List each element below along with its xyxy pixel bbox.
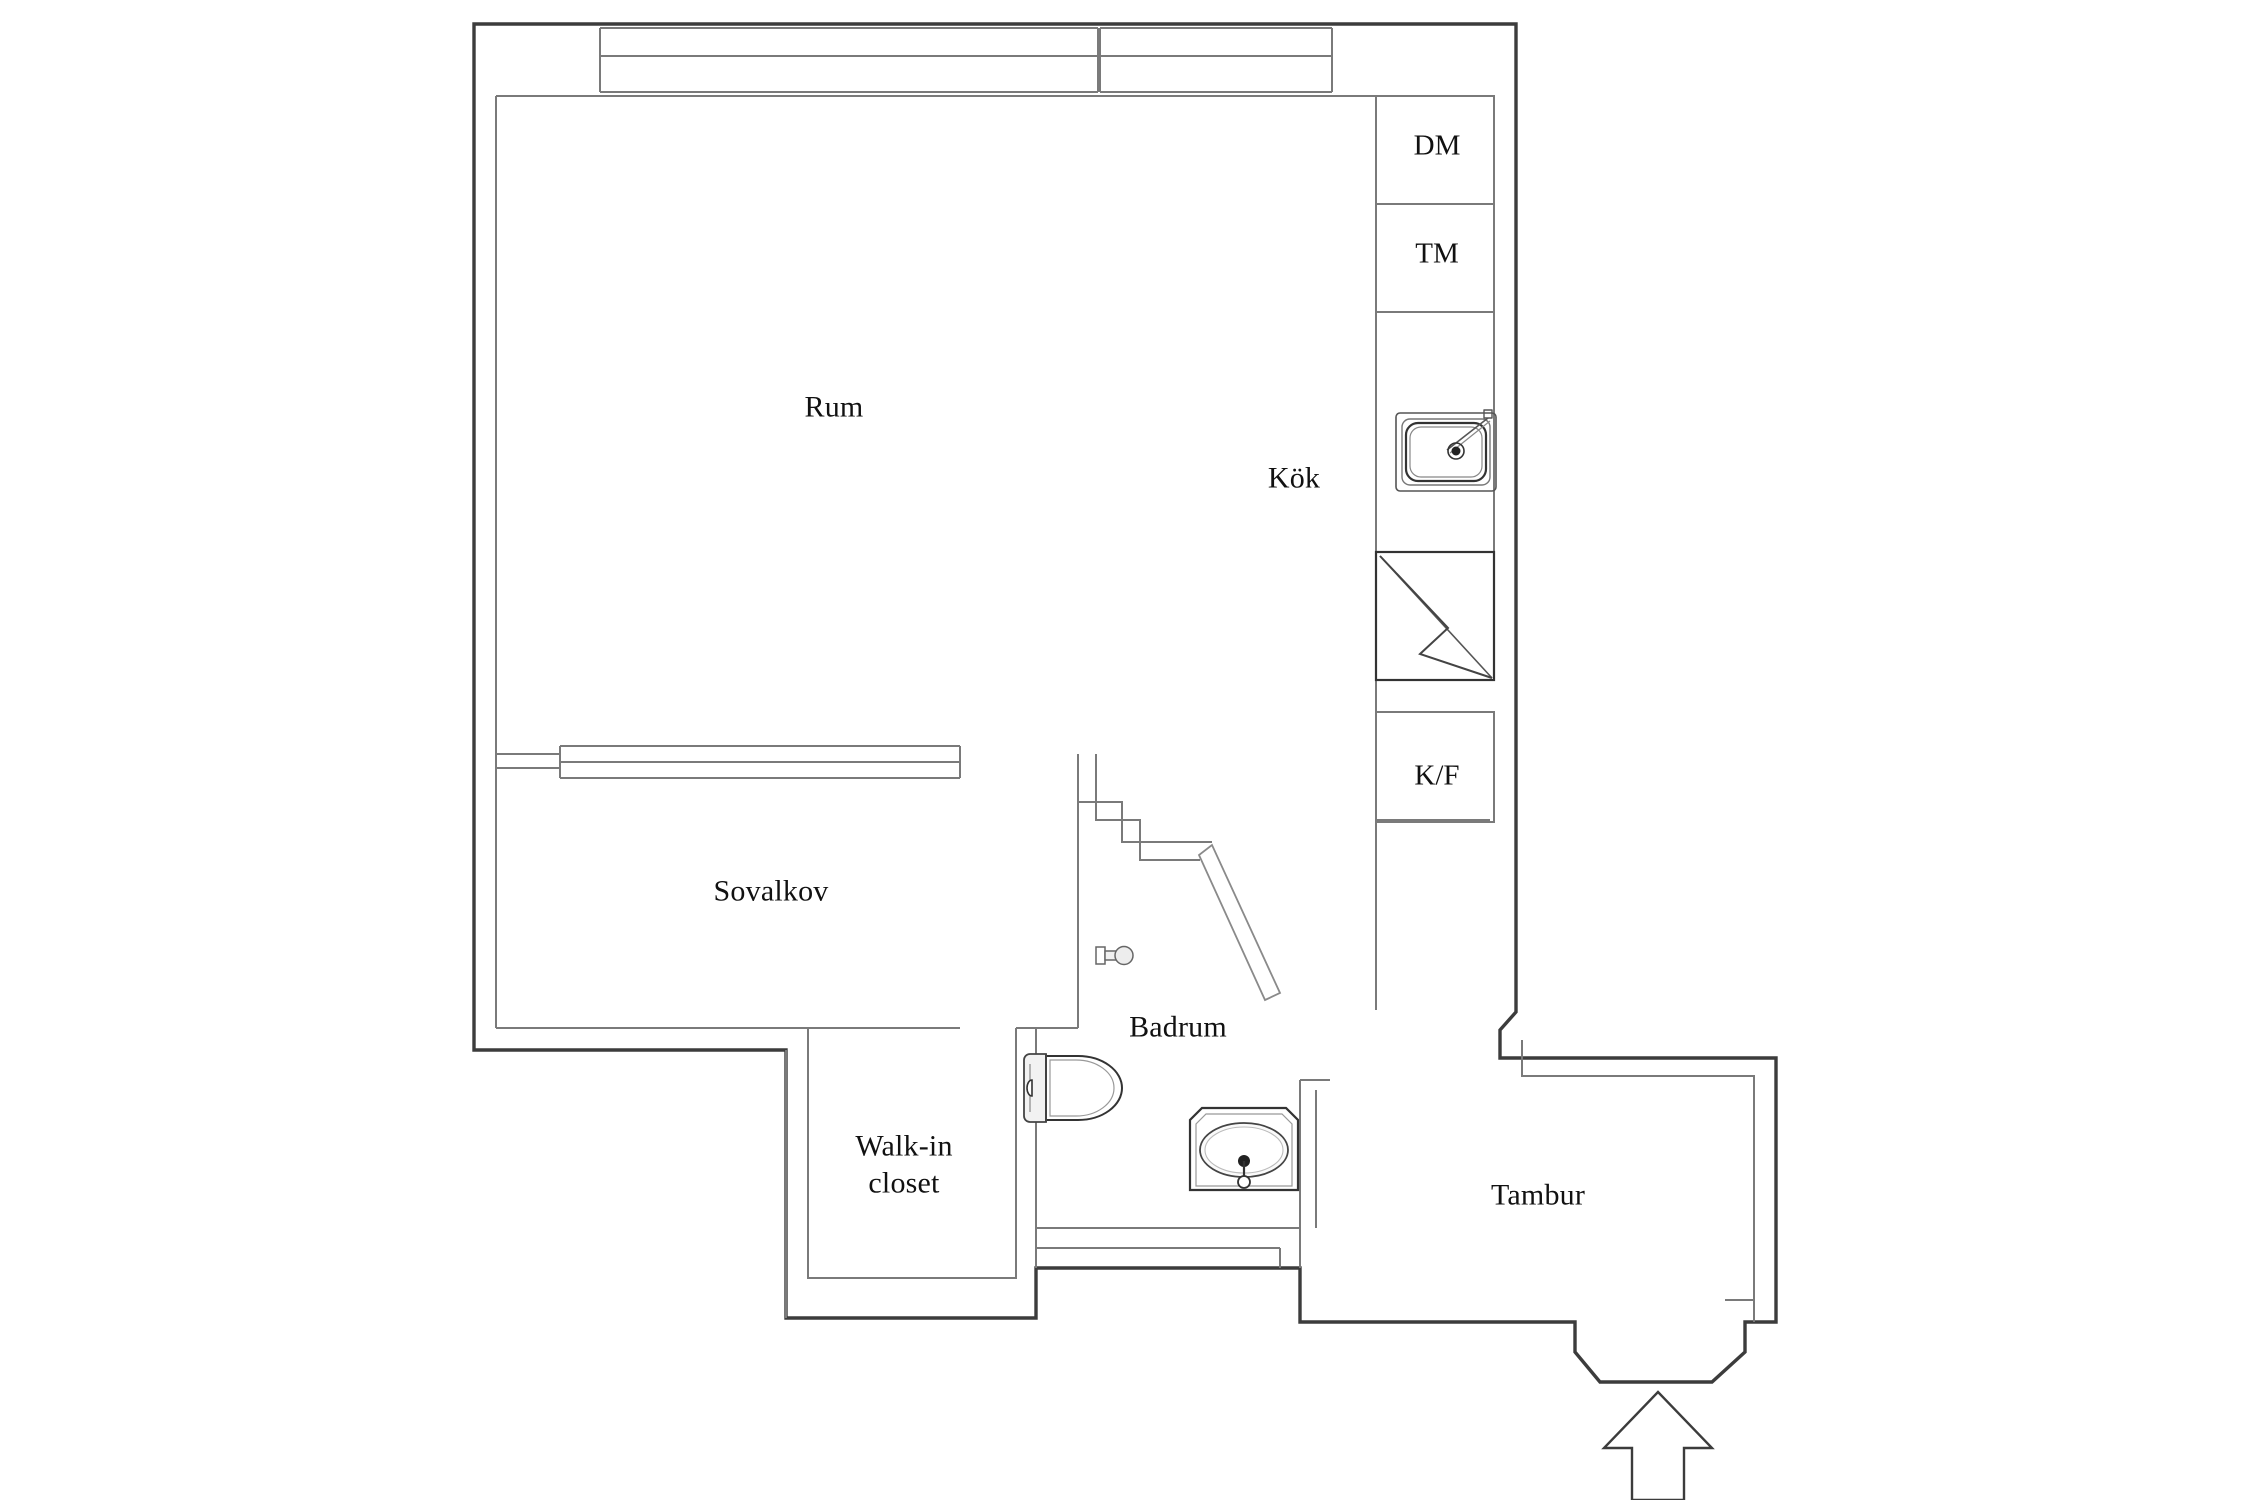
- room-label-sovalkov: Sovalkov: [713, 874, 829, 908]
- toilet-icon: [1023, 1053, 1123, 1123]
- kitchen-cabinet-run: [1375, 95, 1495, 823]
- stove-hob-icon: [1374, 550, 1496, 682]
- room-label-kok: Kök: [1267, 461, 1321, 495]
- appliance-label-tm: TM: [1415, 237, 1459, 270]
- swing-door-badrum: [1197, 843, 1282, 1002]
- window-top-right: [1099, 27, 1333, 93]
- room-label-rum: Rum: [804, 390, 864, 424]
- appliance-label-dm: DM: [1413, 129, 1461, 162]
- appliance-label-kf: K/F: [1414, 759, 1460, 792]
- room-label-walk-in-closet: Walk-in closet: [855, 1129, 953, 1199]
- washbasin-icon: [1188, 1106, 1300, 1192]
- room-label-tambur: Tambur: [1490, 1178, 1586, 1212]
- kitchen-sink-icon: [1395, 409, 1497, 492]
- window-top-left: [599, 27, 1099, 93]
- outer-wall-envelope: [472, 22, 1778, 1384]
- inner-wall-face: [495, 95, 1755, 1322]
- window-sovalkov: [559, 745, 961, 779]
- door-knob-icon: [1095, 945, 1134, 966]
- entrance-arrow-icon: [1601, 1390, 1715, 1500]
- room-label-badrum: Badrum: [1129, 1010, 1227, 1044]
